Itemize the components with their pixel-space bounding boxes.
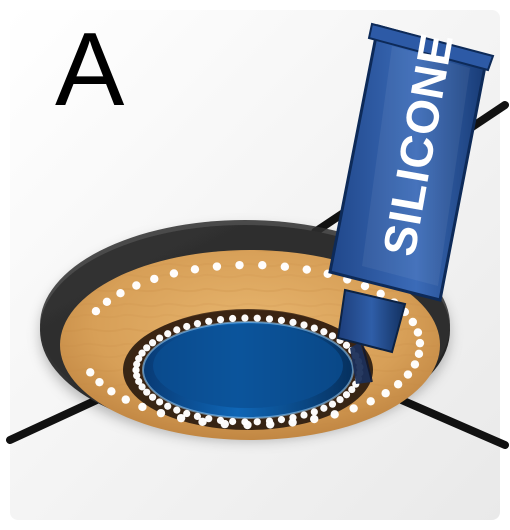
sealant-dot [173, 407, 180, 414]
sealant-dot [194, 413, 201, 420]
sealant-dot [254, 418, 261, 425]
sealant-dot [303, 265, 311, 273]
sealant-dot [289, 319, 296, 326]
sealant-dot [235, 261, 243, 269]
sealant-dot [107, 387, 115, 395]
sealant-dot [92, 307, 100, 315]
sealant-dot [173, 326, 180, 333]
sealant-dot [300, 321, 307, 328]
sealant-dot [278, 317, 285, 324]
sealant-dot [143, 344, 150, 351]
sealant-dot [205, 415, 212, 422]
sealant-dot [311, 408, 318, 415]
sealant-dot [414, 328, 422, 336]
sealant-dot [367, 397, 375, 405]
sealant-dot [217, 417, 224, 424]
sealant-dot [183, 410, 190, 417]
sealant-dot [329, 401, 336, 408]
sealant-dot [311, 325, 318, 332]
sealant-dot [300, 411, 307, 418]
sealant-dot [343, 342, 350, 349]
sealant-dot [217, 316, 224, 323]
sealant-dot [205, 318, 212, 325]
sealant-dot [150, 275, 158, 283]
sealant-dot [122, 395, 130, 403]
sealant-dot [170, 269, 178, 277]
sealant-dot [116, 289, 124, 297]
sealant-dot [149, 394, 156, 401]
sealant-dot [411, 360, 419, 368]
sealant-dot [336, 396, 343, 403]
sealant-dot [404, 370, 412, 378]
sealant-dot [349, 404, 357, 412]
sealant-dot [416, 339, 424, 347]
sealant-dot [183, 323, 190, 330]
sealant-dot [132, 281, 140, 289]
sealant-dot [409, 318, 417, 326]
sealant-dot [213, 262, 221, 270]
sealant-dot [329, 332, 336, 339]
sealant-dot [320, 405, 327, 412]
sealant-dot [330, 410, 338, 418]
sealant-dot [348, 386, 355, 393]
sealant-dot [320, 328, 327, 335]
sealant-dot [381, 389, 389, 397]
sealant-dot [132, 366, 139, 373]
sealant-dot [343, 391, 350, 398]
sealant-dot [266, 417, 273, 424]
sealant-dot [191, 265, 199, 273]
sealant-dot [164, 403, 171, 410]
sealant-dot [241, 314, 248, 321]
sealant-dot [254, 315, 261, 322]
sealant-dot [86, 368, 94, 376]
sealant-dot [258, 261, 266, 269]
sealant-dot [95, 378, 103, 386]
sealant-dot [138, 403, 146, 411]
sealant-dot [156, 334, 163, 341]
sealant-dot [229, 315, 236, 322]
sealant-dot [266, 315, 273, 322]
sealant-dot [157, 409, 165, 417]
sealant-dot [103, 298, 111, 306]
sealant-dot [156, 398, 163, 405]
sealant-dot [415, 350, 423, 358]
sealant-dot [281, 263, 289, 271]
sealant-dot [194, 320, 201, 327]
sealant-dot [164, 330, 171, 337]
pipe-opening [143, 322, 353, 418]
sealant-dot [149, 339, 156, 346]
panel-label: A [55, 18, 124, 122]
sealant-dot [241, 418, 248, 425]
sealant-dot [310, 415, 318, 423]
sealant-dot [394, 380, 402, 388]
sealant-dot [278, 416, 285, 423]
sealant-dot [289, 414, 296, 421]
sealant-dot [229, 418, 236, 425]
